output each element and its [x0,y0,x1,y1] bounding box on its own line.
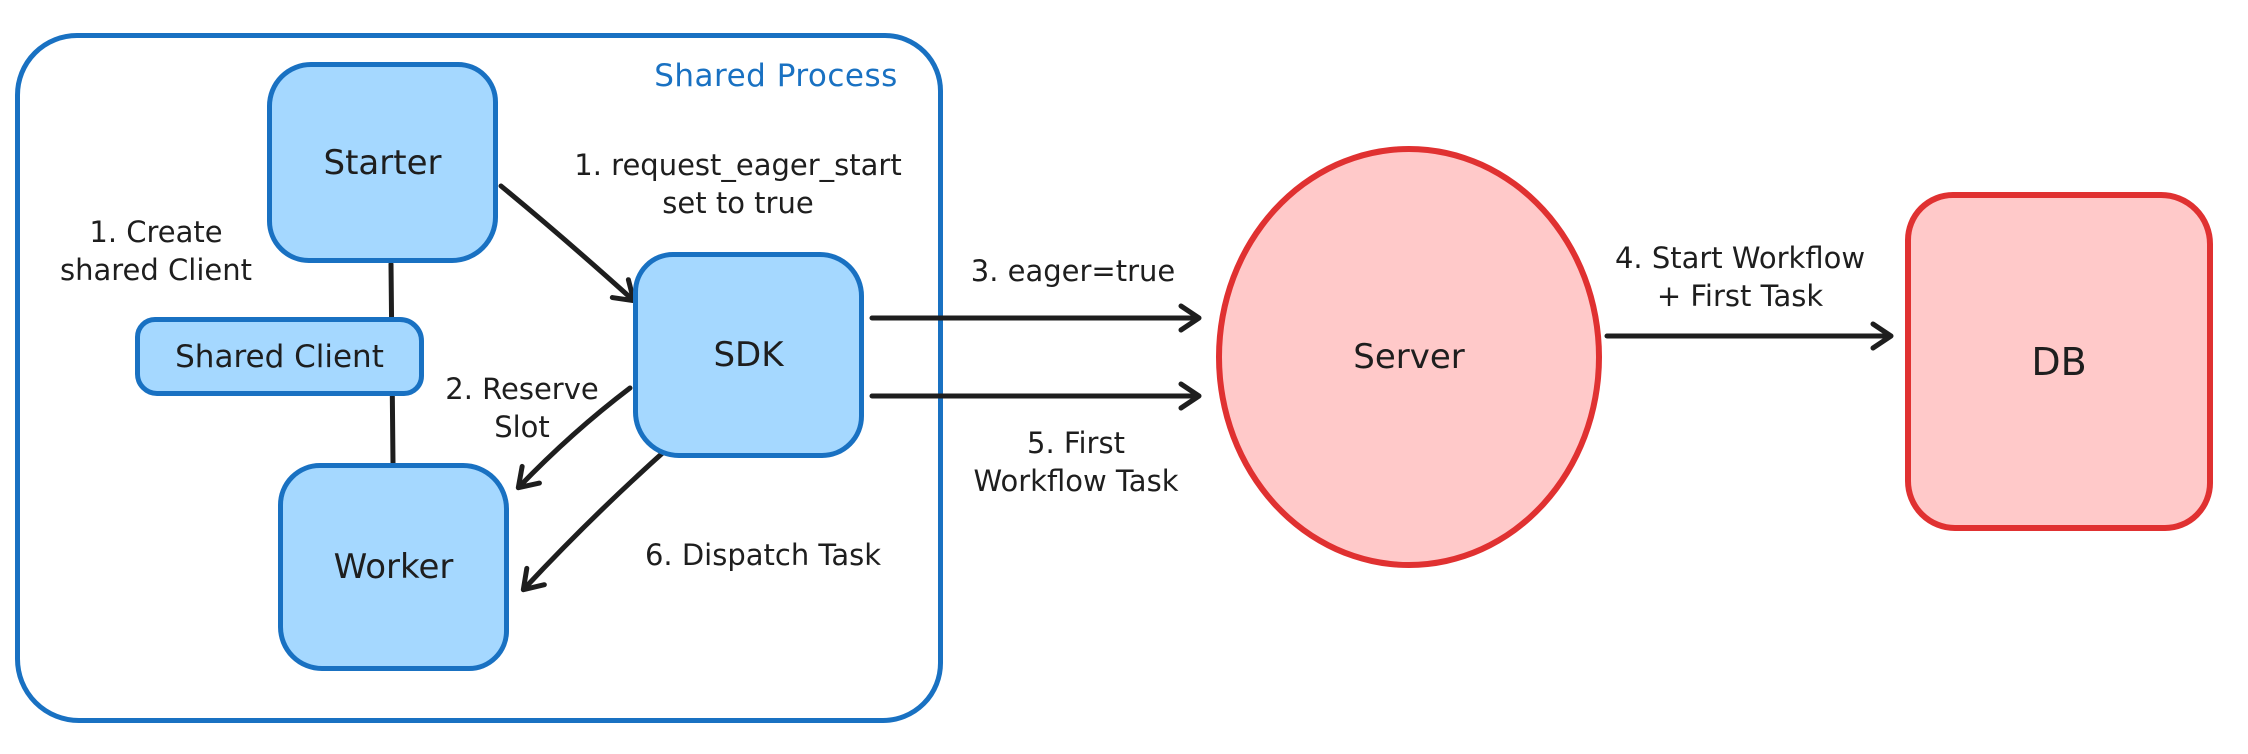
starter-node: Starter [267,62,498,263]
annotation-reserve-slot: 2. Reserve Slot [445,372,599,445]
shared-process-label: Shared Process [654,58,898,94]
shared-client-label: Shared Client [175,338,384,375]
annotation-request-eager-start: 1. request_eager_start set to true [574,148,902,221]
shared-client-node: Shared Client [135,317,424,396]
sdk-node: SDK [633,252,864,458]
worker-label: Worker [333,547,454,587]
annotation-eager-true: 3. eager=true [970,254,1176,288]
annotation-dispatch-task: 6. Dispatch Task [644,538,882,572]
db-label: DB [2031,339,2087,384]
annotation-create-shared-client: 1. Create shared Client [60,215,252,288]
server-node: Server [1216,146,1602,568]
sdk-label: SDK [713,335,784,375]
starter-label: Starter [323,142,442,183]
worker-node: Worker [278,463,509,671]
db-node: DB [1905,192,2213,531]
annotation-start-workflow-first-task: 4. Start Workflow + First Task [1614,241,1866,314]
server-label: Server [1353,337,1465,377]
shared-process-container [15,33,943,723]
annotation-first-workflow-task: 5. First Workflow Task [973,426,1179,499]
